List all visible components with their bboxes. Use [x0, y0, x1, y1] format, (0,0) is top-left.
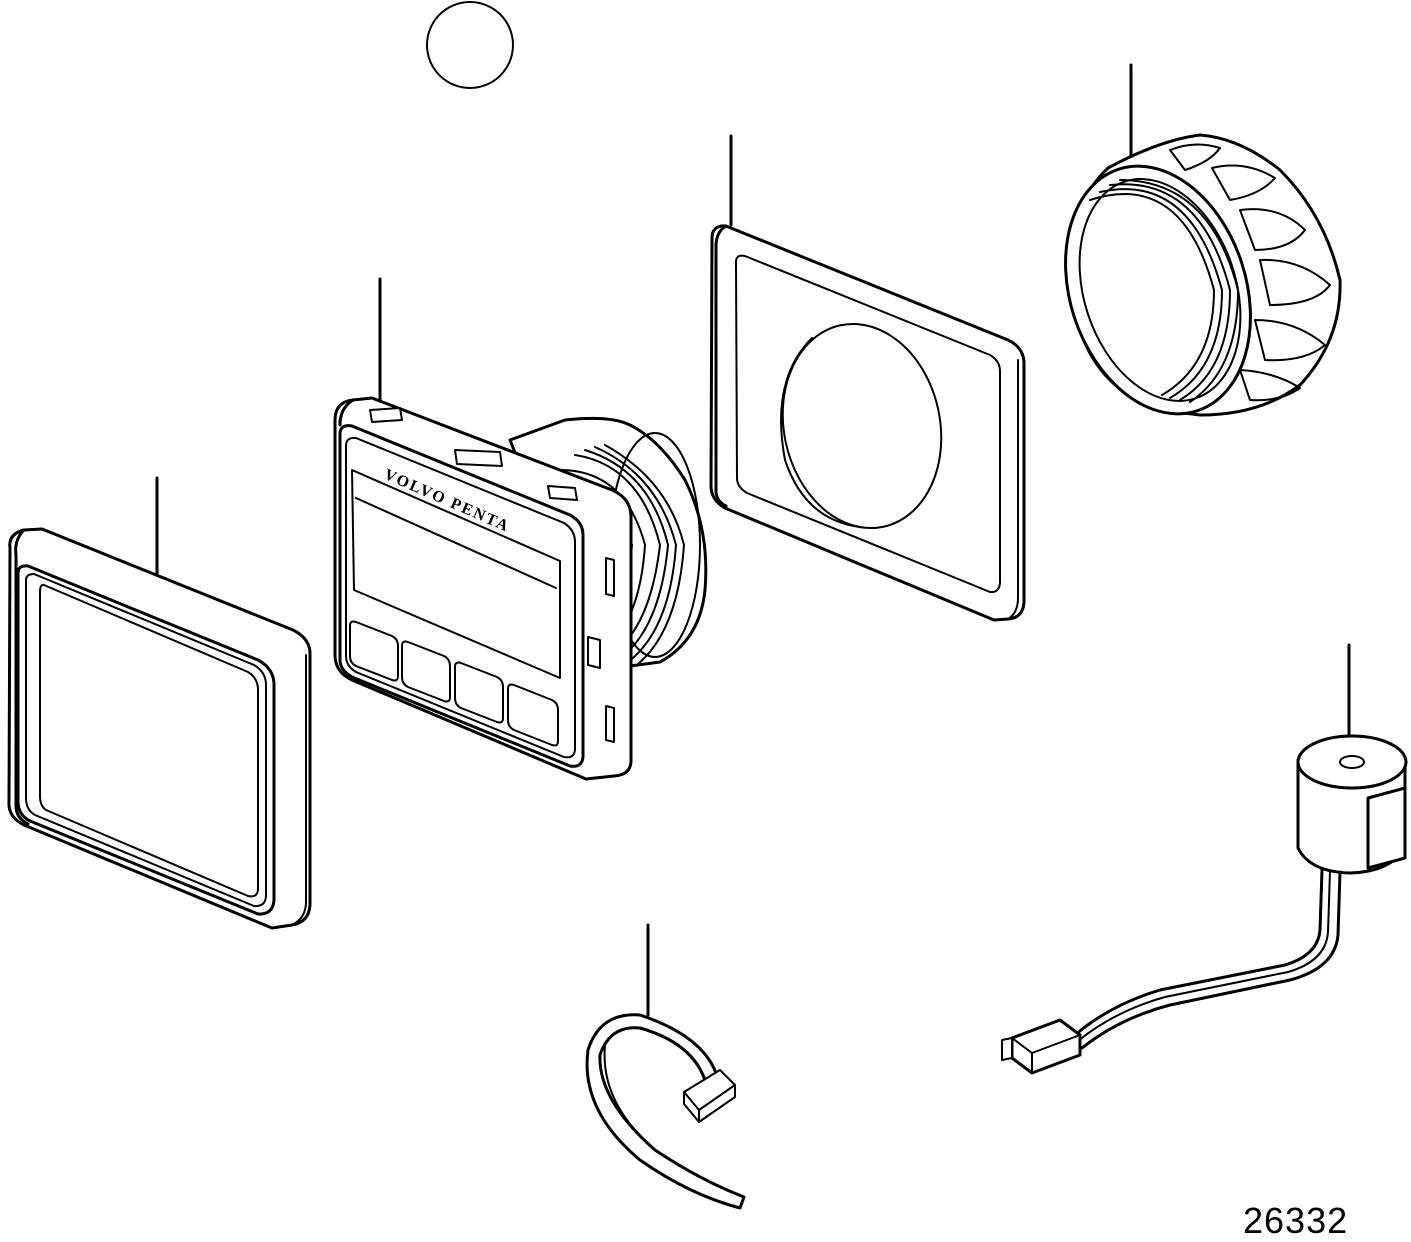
bezel-frame [7, 527, 312, 930]
cable-tie [585, 1013, 746, 1210]
callout-circle [426, 1, 514, 89]
leader-lines [155, 63, 1351, 1017]
display-unit: VOLVO PENTA [333, 396, 708, 781]
figure-number: 26332 [1243, 1200, 1349, 1241]
mounting-gasket [709, 224, 1026, 622]
threaded-nut [1064, 133, 1342, 417]
buzzer-with-cable [1001, 734, 1408, 1075]
